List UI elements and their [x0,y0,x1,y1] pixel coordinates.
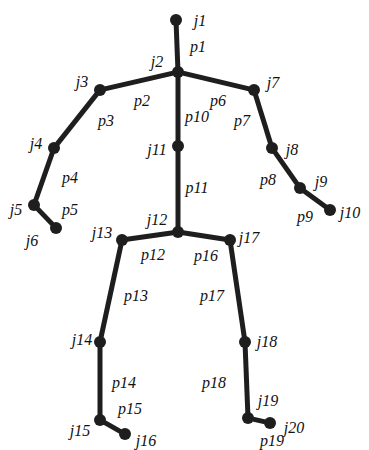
bone-label: p8 [260,172,276,188]
joint-dot: j13 [116,234,128,246]
joint-label: j8 [286,142,298,158]
bone-line [36,153,53,201]
joint-label: j10 [340,205,360,221]
bone-line [176,151,181,227]
bone-line [176,77,181,141]
joint-label: j17 [239,230,259,246]
joint-dot: j8 [266,142,278,154]
bone-line [304,191,326,207]
joint-label: j18 [257,334,277,350]
joint-dot: j19 [242,412,254,424]
bone-label: p18 [202,375,226,391]
joint-label: j4 [30,136,42,152]
joint-dot: j15 [94,414,106,426]
bone-line [105,73,173,89]
joint-dot: j17 [224,234,236,246]
joint-label: j7 [267,75,279,91]
bone-line [183,233,225,239]
bone-line [255,95,270,143]
bone-line [127,233,173,240]
bone-label: p9 [297,209,313,225]
bone-label: p16 [194,248,218,264]
joint-dot: j4 [48,142,60,154]
joint-dot: j14 [94,336,106,348]
joint-dot: j9 [294,182,306,194]
joint-dot: j20 [264,417,276,429]
joint-label: j12 [147,212,167,228]
bone-line [57,94,97,144]
joint-label: j5 [10,202,22,218]
joint-label: j3 [76,74,88,90]
joint-dot: j16 [119,428,131,440]
bone-line [37,209,52,225]
joint-dot: j10 [324,204,336,216]
joint-dot: j18 [239,336,251,348]
bone-line [231,245,245,337]
bone-line [176,25,178,67]
joint-label: j19 [258,393,278,409]
joint-dot: j7 [248,84,260,96]
bone-label: p5 [62,202,78,218]
bone-label: p13 [124,288,148,304]
joint-label: j15 [70,423,90,439]
bone-line [98,347,103,415]
bone-label: p11 [186,180,209,196]
bone-label: p14 [112,375,136,391]
joint-dot: j12 [172,226,184,238]
joint-dot: j3 [94,84,106,96]
bone-label: p15 [118,401,142,417]
joint-dot: j6 [50,222,62,234]
joint-dot: j11 [172,140,184,152]
joint-label: j14 [72,332,92,348]
joint-label: j13 [92,225,112,241]
bone-label: p6 [210,93,226,109]
joint-dot: j2 [172,66,184,78]
bone-label: p17 [200,288,224,304]
bone-label: p19 [260,433,284,449]
joint-label: j6 [26,233,38,249]
bone-line [104,422,120,431]
bone-line [183,73,249,89]
bone-label: p12 [141,247,165,263]
joint-dot: j1 [170,14,182,26]
bone-label: p2 [134,93,150,109]
bone-label: p4 [62,170,78,186]
joint-label: j11 [147,142,166,158]
bone-line [101,245,121,337]
joint-label: j1 [194,13,206,29]
bone-label: p7 [234,113,250,129]
joint-dot: j5 [28,199,40,211]
bone-label: p3 [98,113,114,129]
joint-label: j2 [151,54,163,70]
bone-label: p10 [185,109,209,125]
bone-label: p1 [190,39,206,55]
joint-label: j20 [284,420,304,436]
joint-label: j16 [136,433,156,449]
joint-label: j9 [315,174,327,190]
bone-line [245,347,248,413]
